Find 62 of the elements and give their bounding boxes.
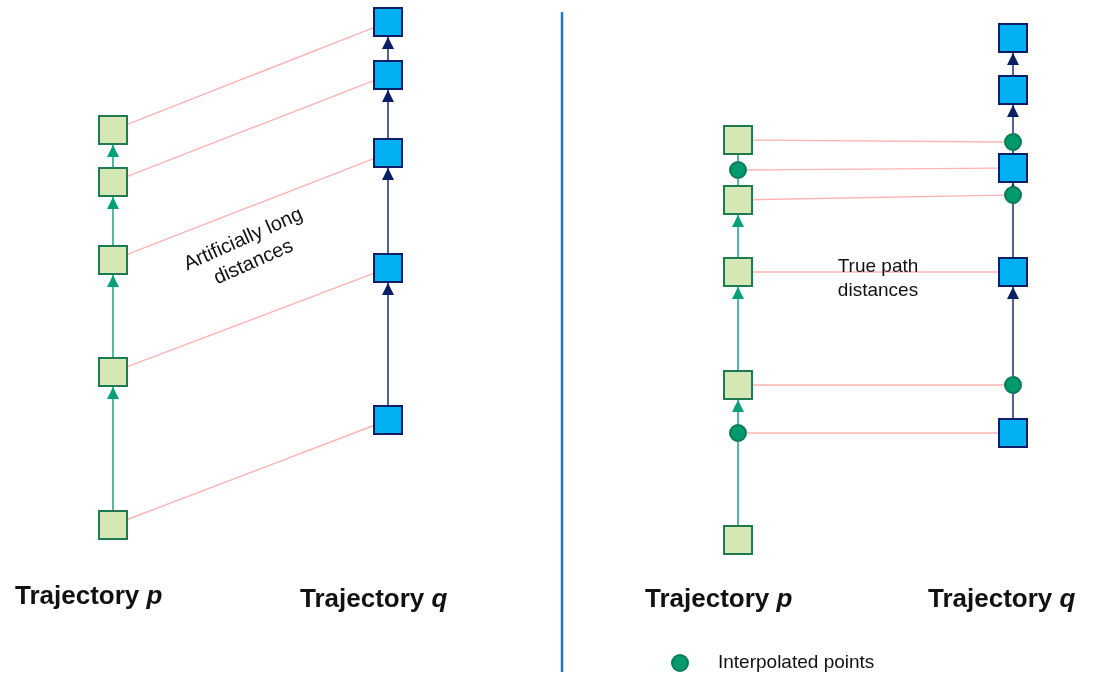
arrow <box>107 274 119 358</box>
trajectory-point-square <box>373 405 403 435</box>
connector-line <box>127 80 374 177</box>
arrow <box>1007 104 1019 134</box>
connector-line <box>127 27 374 125</box>
connector-line <box>1012 150 1014 154</box>
connector-line <box>737 178 739 186</box>
trajectory-point-square <box>723 257 753 287</box>
connector-line <box>752 139 1005 143</box>
arrow <box>382 89 394 139</box>
connector-line <box>127 425 374 520</box>
trajectory-point-square <box>998 75 1028 105</box>
trajectory-point-square <box>98 115 128 145</box>
interpolated-point <box>729 161 747 179</box>
arrow <box>382 36 394 61</box>
arrow <box>732 214 744 258</box>
arrow <box>1007 286 1019 377</box>
trajectory-point-square <box>373 253 403 283</box>
trajectory-point-square <box>373 60 403 90</box>
annotation-text: True path distances <box>836 254 920 302</box>
axis-title: Trajectory p <box>645 583 793 614</box>
connector-line <box>1012 203 1014 258</box>
trajectory-point-square <box>723 370 753 400</box>
trajectory-point-square <box>998 153 1028 183</box>
connector-line <box>752 271 999 273</box>
trajectory-point-square <box>723 125 753 155</box>
trajectory-point-square <box>98 245 128 275</box>
arrow <box>1007 52 1019 76</box>
connector-line <box>746 432 999 434</box>
trajectory-point-square <box>998 23 1028 53</box>
interpolated-point <box>1004 376 1022 394</box>
connector-line <box>752 384 1005 386</box>
trajectory-point-square <box>98 510 128 540</box>
interpolated-point <box>1004 133 1022 151</box>
axis-title: Trajectory p <box>15 580 163 611</box>
axis-title: Trajectory q <box>928 583 1076 614</box>
trajectory-point-square <box>723 525 753 555</box>
connector-line <box>746 167 999 171</box>
arrow <box>107 386 119 511</box>
trajectory-point-square <box>373 7 403 37</box>
trajectory-point-square <box>98 357 128 387</box>
trajectory-point-square <box>998 418 1028 448</box>
axis-title: Trajectory q <box>300 583 448 614</box>
arrow <box>732 399 744 425</box>
arrow <box>382 282 394 406</box>
connector-line <box>1012 393 1014 419</box>
arrow <box>107 196 119 246</box>
legend-label: Interpolated points <box>718 651 875 673</box>
trajectory-point-square <box>998 257 1028 287</box>
arrow <box>107 144 119 168</box>
arrow <box>382 167 394 254</box>
trajectory-point-square <box>98 167 128 197</box>
arrow <box>732 286 744 371</box>
interpolated-point <box>1004 186 1022 204</box>
connector-line <box>737 154 739 162</box>
connector-line <box>127 158 374 255</box>
connector-line <box>737 441 739 526</box>
connector-line <box>752 194 1005 201</box>
trajectory-point-square <box>373 138 403 168</box>
trajectory-point-square <box>723 185 753 215</box>
interpolated-point <box>729 424 747 442</box>
connector-line <box>127 272 374 368</box>
